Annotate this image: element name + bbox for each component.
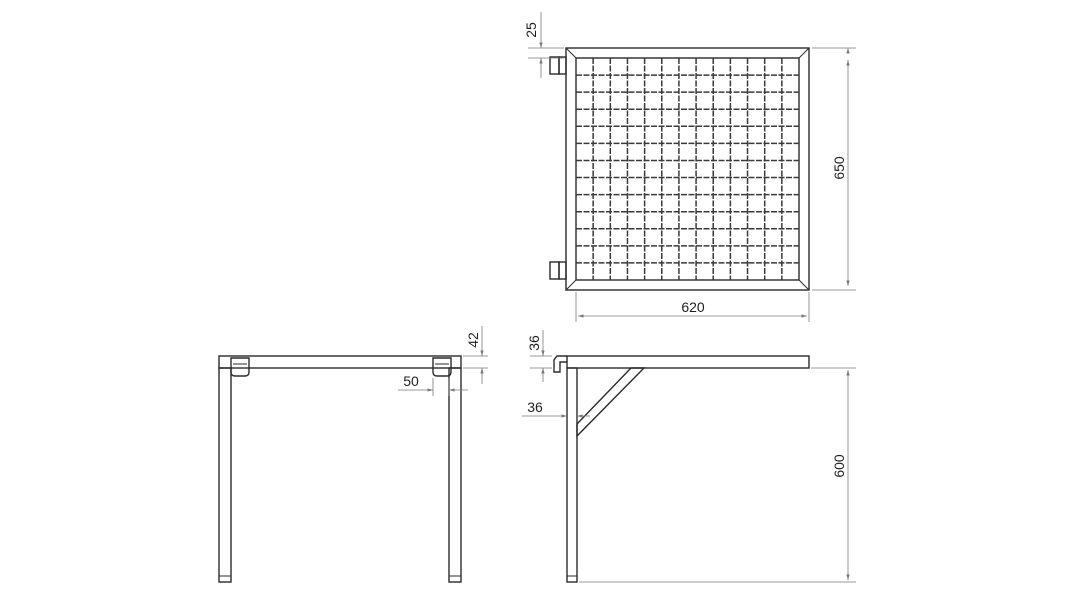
dim-width-label: 620	[681, 299, 705, 315]
dim-depth: 650	[812, 47, 856, 291]
dim-leg-width: 50	[398, 373, 468, 396]
top-view-hook-lower	[549, 261, 567, 280]
dim-depth-label: 650	[831, 156, 847, 180]
front-view-top-bar	[218, 355, 462, 369]
side-view-hook	[553, 355, 567, 373]
front-view-leg-left	[218, 367, 232, 583]
dim-top-height-label: 42	[465, 332, 481, 348]
dim-frame-thickness: 25	[523, 12, 564, 78]
side-view-brace	[576, 367, 646, 438]
dim-height-label: 600	[831, 454, 847, 478]
side-view: 36 36 600	[522, 330, 856, 583]
front-view-hook-right	[432, 357, 452, 377]
dim-frame-thickness-label: 25	[523, 22, 539, 38]
top-view-hook-upper	[549, 56, 567, 75]
dim-height: 600	[579, 367, 856, 583]
front-view-hook-left	[230, 357, 250, 377]
top-view-frame-corners	[565, 47, 810, 291]
dim-top-height: 42	[463, 326, 488, 384]
top-view-inner-frame	[575, 57, 800, 281]
dim-leg-width-label: 50	[403, 373, 419, 389]
dim-bracket-offset: 36	[522, 399, 590, 418]
dim-width: 620	[575, 292, 810, 322]
front-view-leg-right	[448, 367, 462, 583]
dim-hook-height-label: 36	[526, 335, 542, 351]
dim-bracket-offset-label: 36	[527, 399, 543, 415]
top-view-mesh-grid	[576, 58, 799, 280]
top-view: 25 650 620	[523, 12, 856, 322]
dim-hook-height: 36	[526, 330, 552, 382]
front-view: 42 50	[218, 326, 488, 583]
top-view-outer-frame	[565, 47, 810, 291]
side-view-top-shelf	[566, 355, 810, 369]
side-view-post	[566, 367, 578, 583]
